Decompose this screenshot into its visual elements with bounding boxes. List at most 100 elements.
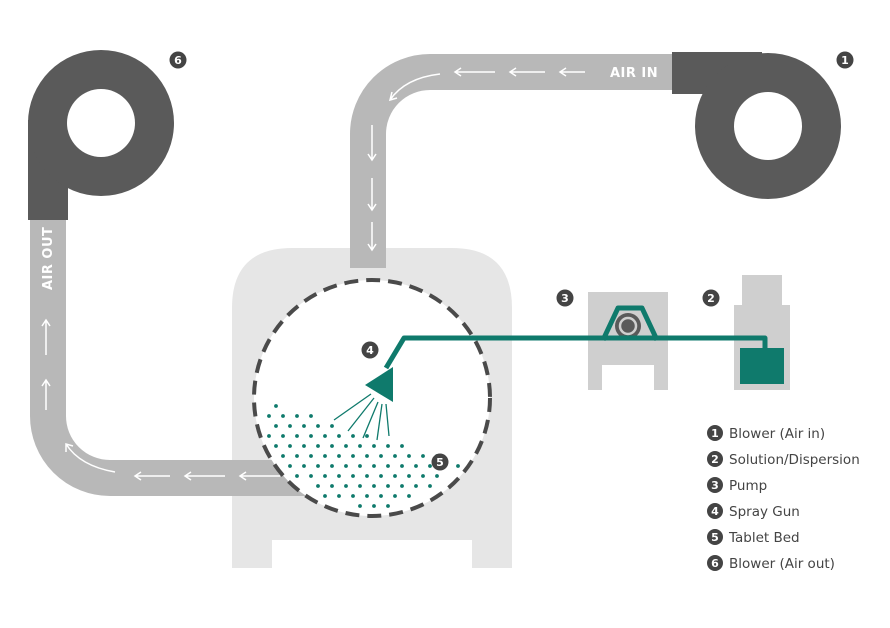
marker-3: 3 <box>556 289 574 307</box>
legend-label: Solution/Dispersion <box>729 452 860 468</box>
tablet-particle <box>330 424 334 428</box>
tablet-particle <box>288 464 292 468</box>
tablet-particle <box>295 454 299 458</box>
tablet-particle <box>316 424 320 428</box>
tablet-particle <box>372 464 376 468</box>
tablet-particle <box>379 494 383 498</box>
tablet-particle <box>323 454 327 458</box>
air-out-label: AIR OUT <box>41 227 56 290</box>
spray-gun-icon <box>365 367 393 402</box>
tablet-particle <box>288 424 292 428</box>
tablet-particle <box>309 454 313 458</box>
tablet-particle <box>414 484 418 488</box>
tablet-particle <box>379 454 383 458</box>
tablet-particle <box>281 454 285 458</box>
tablet-particle <box>274 424 278 428</box>
tablet-particle <box>400 464 404 468</box>
spray-pattern <box>333 393 390 441</box>
tablet-particle <box>358 504 362 508</box>
tablet-particle <box>372 484 376 488</box>
marker-5-number: 5 <box>436 456 444 469</box>
legend-label: Blower (Air out) <box>729 556 835 572</box>
tablet-particle <box>316 484 320 488</box>
tablet-particle <box>421 474 425 478</box>
marker-5: 5 <box>431 453 449 471</box>
legend-label: Pump <box>729 478 767 494</box>
tablet-particle <box>365 494 369 498</box>
legend-number: 4 <box>711 505 719 518</box>
tablet-particle <box>358 464 362 468</box>
tablet-particle <box>351 434 355 438</box>
tablet-particle <box>323 474 327 478</box>
tablet-particle <box>288 444 292 448</box>
air-in-label: AIR IN <box>610 66 658 81</box>
tablet-particle <box>337 434 341 438</box>
marker-6: 6 <box>169 51 187 69</box>
legend: 1 Blower (Air in) 2 Solution/Dispersion … <box>707 425 860 572</box>
legend-item: 4 Spray Gun <box>707 503 800 520</box>
tablet-particle <box>365 454 369 458</box>
blower-air-out <box>28 50 174 220</box>
legend-label: Tablet Bed <box>728 530 800 546</box>
legend-number: 3 <box>711 479 719 492</box>
tablet-particle <box>365 434 369 438</box>
tablet-particle <box>414 464 418 468</box>
tablet-particle <box>386 484 390 488</box>
marker-6-number: 6 <box>174 54 182 67</box>
legend-item: 3 Pump <box>707 477 767 494</box>
tablet-particle <box>372 504 376 508</box>
tablet-bed-particles <box>267 404 460 508</box>
tablet-particle <box>428 464 432 468</box>
legend-number: 5 <box>711 531 719 544</box>
tablet-particle <box>372 444 376 448</box>
tablet-particle <box>407 494 411 498</box>
tablet-particle <box>379 474 383 478</box>
tablet-particle <box>407 474 411 478</box>
tablet-particle <box>330 484 334 488</box>
tablet-particle <box>309 474 313 478</box>
tablet-particle <box>358 444 362 448</box>
tablet-particle <box>302 424 306 428</box>
tablet-particle <box>295 474 299 478</box>
tablet-particle <box>421 454 425 458</box>
air-out-flow-arrows <box>41 318 280 481</box>
marker-2: 2 <box>702 289 720 307</box>
tablet-particle <box>358 484 362 488</box>
tablet-particle <box>330 464 334 468</box>
legend-number: 2 <box>711 453 719 466</box>
legend-number: 1 <box>711 427 719 440</box>
legend-number: 6 <box>711 557 719 570</box>
tablet-particle <box>351 454 355 458</box>
tablet-particle <box>302 464 306 468</box>
tablet-particle <box>337 474 341 478</box>
spray-line <box>383 335 768 370</box>
tablet-particle <box>274 404 278 408</box>
blower-air-in <box>672 52 841 199</box>
tablet-particle <box>344 484 348 488</box>
tablet-particle <box>302 444 306 448</box>
legend-item: 1 Blower (Air in) <box>707 425 825 442</box>
tablet-particle <box>386 444 390 448</box>
tablet-particle <box>267 434 271 438</box>
tablet-particle <box>386 464 390 468</box>
tablet-particle <box>393 474 397 478</box>
marker-2-number: 2 <box>707 292 715 305</box>
tablet-particle <box>428 484 432 488</box>
tablet-particle <box>316 444 320 448</box>
tablet-particle <box>337 454 341 458</box>
air-out-duct <box>30 205 305 496</box>
tablet-particle <box>400 444 404 448</box>
tablet-particle <box>295 434 299 438</box>
tablet-particle <box>365 474 369 478</box>
tablet-particle <box>344 464 348 468</box>
tablet-particle <box>330 444 334 448</box>
tablet-particle <box>281 414 285 418</box>
air-in-flow-arrows <box>367 67 585 252</box>
legend-item: 6 Blower (Air out) <box>707 555 835 572</box>
tablet-particle <box>393 494 397 498</box>
pump <box>588 292 668 390</box>
tablet-particle <box>323 434 327 438</box>
legend-label: Blower (Air in) <box>729 426 825 442</box>
tablet-particle <box>407 454 411 458</box>
tablet-particle <box>386 504 390 508</box>
